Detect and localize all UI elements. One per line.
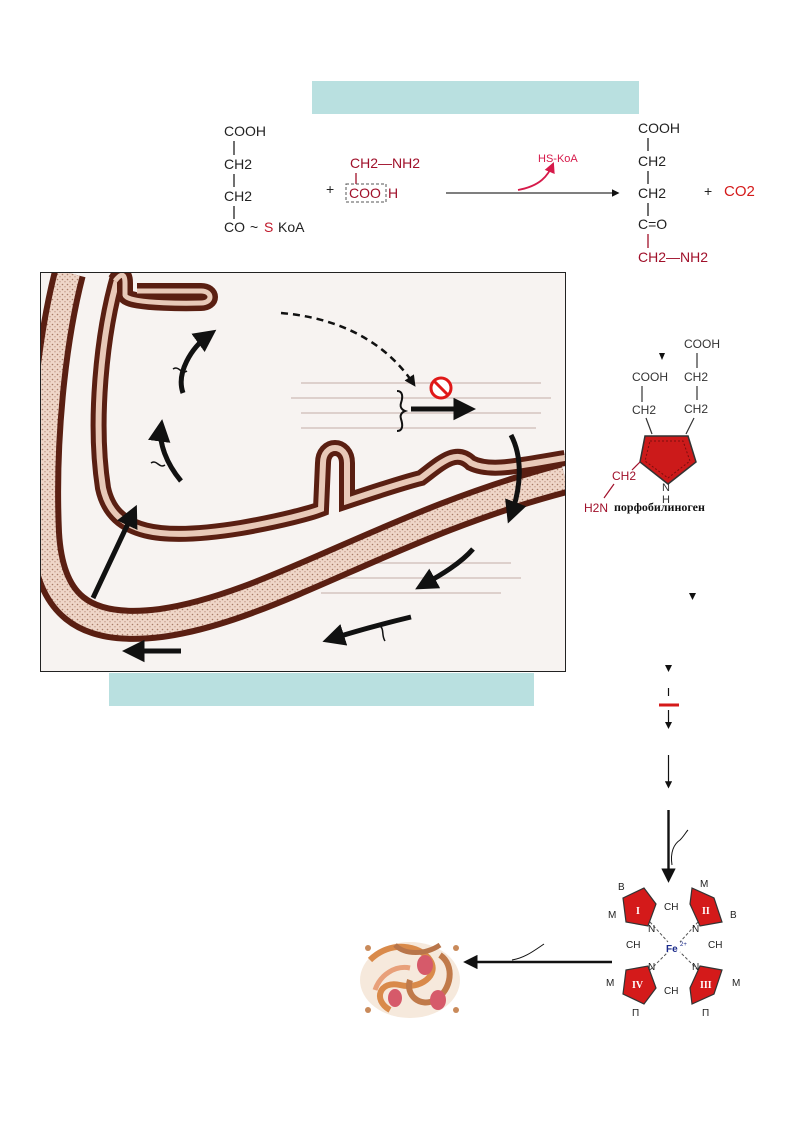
ring-label-3: III (700, 980, 712, 991)
bridge-right: CH (708, 940, 722, 951)
mitochondrion-panel (40, 272, 566, 672)
heme-n-3: N (648, 962, 655, 973)
pbg-ch2-left: CH2 (632, 403, 656, 417)
background-faint-text (291, 382, 551, 594)
bridge-left: CH (626, 940, 640, 951)
arrow-down-left-2 (322, 614, 412, 646)
ala-structure: COOH CH2 CH2 C=O CH2—NH2 (638, 120, 708, 265)
inner-membrane (90, 273, 565, 542)
header-band-top (312, 81, 639, 114)
succinyl-tilde: ~ (250, 219, 258, 235)
pbg-h: H (662, 494, 670, 506)
heme-n-2: N (692, 924, 699, 935)
arrow-up-left-1 (148, 419, 183, 483)
pbg-ch2-right-2: CH2 (684, 402, 708, 416)
ring-label-4: IV (632, 980, 644, 991)
co2-label: CO2 (724, 183, 755, 200)
pbg-n: N (662, 482, 670, 494)
pbg-cooh-left: COOH (632, 370, 668, 384)
porphobilinogen-label: порфобилиноген (614, 500, 705, 514)
arrow-up-left-2 (178, 329, 217, 394)
tick-mark-2 (150, 461, 166, 467)
porphobilinogen-structure: COOH COOH CH2 CH2 CH2 CH2 H2N N H (584, 337, 720, 515)
arrow-down-left-1 (415, 547, 475, 590)
mitochondrion-drawing (41, 273, 565, 663)
succinyl-ch2-2: CH2 (224, 188, 252, 204)
crista-top (108, 273, 218, 312)
sub-m-left: M (606, 978, 614, 989)
small-arrowhead-2 (689, 593, 696, 600)
inhibition-stop-icon (429, 376, 453, 400)
small-arrowhead-3 (665, 665, 672, 672)
ring-label-1: I (636, 906, 640, 917)
succinyl-s-red: S (264, 219, 273, 235)
tick-mark-3 (378, 624, 386, 642)
header-band-bottom (109, 673, 534, 706)
sub-b-right: B (730, 910, 737, 921)
pbg-h2n: H2N (584, 501, 608, 515)
cofactor-release-arrow (517, 162, 555, 191)
sub-p-right: П (702, 1008, 709, 1019)
sub-m-top: M (700, 879, 708, 890)
arrow-up-diagonal (90, 504, 138, 600)
heme-structure: I II III IV N N N N CH CH CH CH B M M B … (606, 879, 740, 1019)
glycine-structure: CH2—NH2 COO H (345, 155, 420, 203)
ring-label-2: II (702, 906, 710, 917)
arrow-down-right (505, 433, 527, 524)
glycine-coo: COO (349, 185, 381, 201)
ala-ch2-1: CH2 (638, 153, 666, 169)
plus-sign-2: + (704, 183, 712, 199)
right-column-arrows (463, 593, 696, 970)
pbg-ch2-right-1: CH2 (684, 370, 708, 384)
ala-co: C=O (638, 216, 667, 232)
hemoglobin-icon (360, 942, 460, 1018)
sub-m-left-top: M (608, 910, 616, 921)
pathway-arrows (90, 329, 527, 663)
ala-ch2-2: CH2 (638, 185, 666, 201)
dashed-feedback-arrow (280, 311, 416, 387)
sub-m-right: M (732, 978, 740, 989)
glycine-cooh-box (345, 183, 387, 203)
pbg-cooh-right: COOH (684, 337, 720, 351)
plus-sign-1: + (326, 181, 334, 197)
glycine-h: H (388, 185, 398, 201)
succinyl-co: CO (224, 219, 245, 235)
bridge-bottom: CH (664, 986, 678, 997)
ala-cooh: COOH (638, 120, 680, 136)
small-arrowhead-1 (659, 353, 665, 360)
sub-p-left: П (632, 1008, 639, 1019)
brace-icon (396, 390, 409, 432)
sub-b-top: B (618, 882, 625, 893)
glycine-ch2-nh2: CH2—NH2 (350, 155, 420, 171)
succinyl-cooh: COOH (224, 123, 266, 139)
ala-ch2-nh2: CH2—NH2 (638, 249, 708, 265)
cofactor-label: HS-KoA (538, 153, 578, 165)
outer-membrane (41, 273, 565, 642)
pbg-ch2-bottom: CH2 (612, 469, 636, 483)
heme-n-1: N (648, 924, 655, 935)
succinyl-coa-structure: COOH CH2 CH2 CO ~ S-KoA (224, 123, 305, 235)
heme-fe-charge: 2+ (680, 942, 687, 948)
bridge-top: CH (664, 902, 678, 913)
succinyl-ch2-1: CH2 (224, 156, 252, 172)
heme-fe: Fe (666, 944, 678, 955)
tick-mark-1 (172, 367, 188, 373)
heme-n-4: N (692, 962, 699, 973)
